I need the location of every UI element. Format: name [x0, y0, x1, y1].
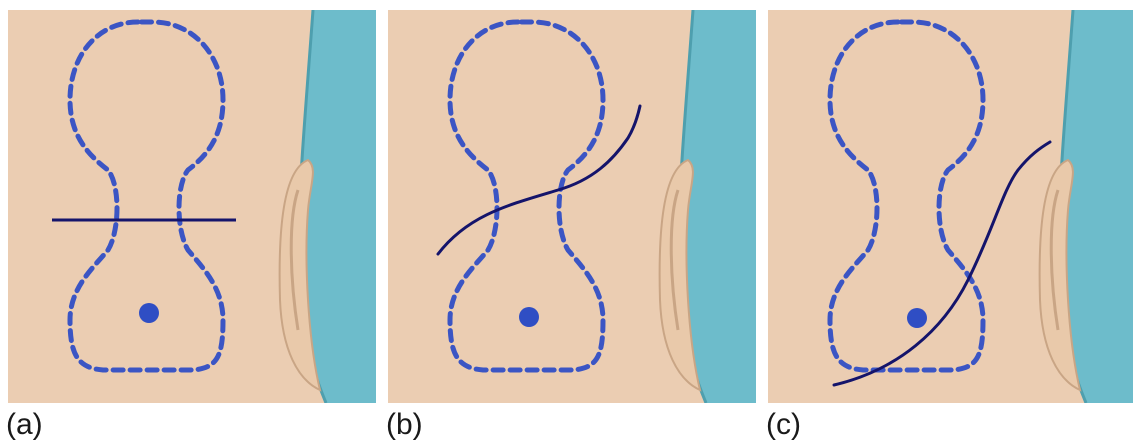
panel-label-b: (b) [386, 410, 423, 440]
panel-b [388, 10, 756, 403]
marker-dot [519, 307, 539, 327]
panel-a-illustration [8, 10, 376, 403]
marker-dot [907, 308, 927, 328]
panel-label-a: (a) [6, 410, 43, 440]
panel-a [8, 10, 376, 403]
panel-c-illustration [768, 10, 1133, 403]
skin-area [8, 10, 326, 403]
panel-label-c: (c) [766, 410, 801, 440]
skin-area [388, 10, 706, 403]
panel-b-illustration [388, 10, 756, 403]
skin-area [768, 10, 1086, 403]
marker-dot [139, 303, 159, 323]
panel-c [768, 10, 1133, 403]
